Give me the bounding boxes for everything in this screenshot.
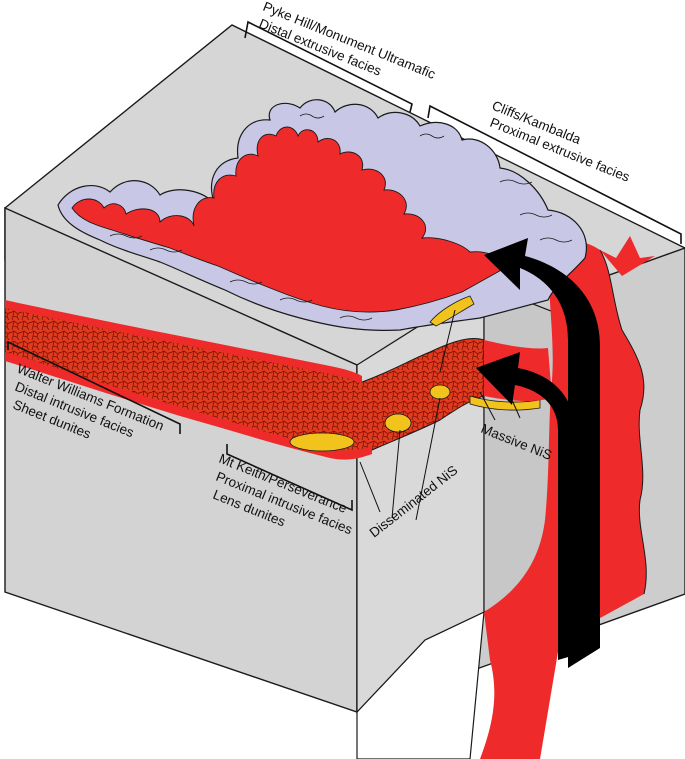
massive-leader-1 <box>479 391 496 421</box>
sulfide-lens-3 <box>429 384 451 400</box>
brackets-and-leaders <box>7 20 682 521</box>
massive-leader-2 <box>511 399 521 419</box>
flow-lobes-red <box>71 126 506 313</box>
pyke-bracket <box>244 20 413 113</box>
disseminated-leader-1 <box>359 461 381 513</box>
top-feeder-spikes <box>600 236 655 276</box>
lateral-flow-arrow-icon <box>476 352 575 660</box>
flow-arrows <box>476 238 600 668</box>
disseminated-leader-3 <box>415 397 441 521</box>
surface-sulfide-lens <box>429 295 475 327</box>
lava-flow-field <box>57 99 587 331</box>
mtkeith-bracket <box>226 444 353 512</box>
disseminated-leader-2 <box>391 429 401 519</box>
disseminated-leader-4 <box>439 309 456 373</box>
flow-rim-texture <box>109 113 573 321</box>
walter-bracket <box>7 340 181 434</box>
sulfide-lens-2 <box>384 413 412 433</box>
feeder-dyke-edge <box>599 249 647 595</box>
cliffs-bracket <box>427 104 682 244</box>
sheet-outer-red-margin <box>5 300 362 384</box>
sulfide-lens-1 <box>289 432 355 452</box>
